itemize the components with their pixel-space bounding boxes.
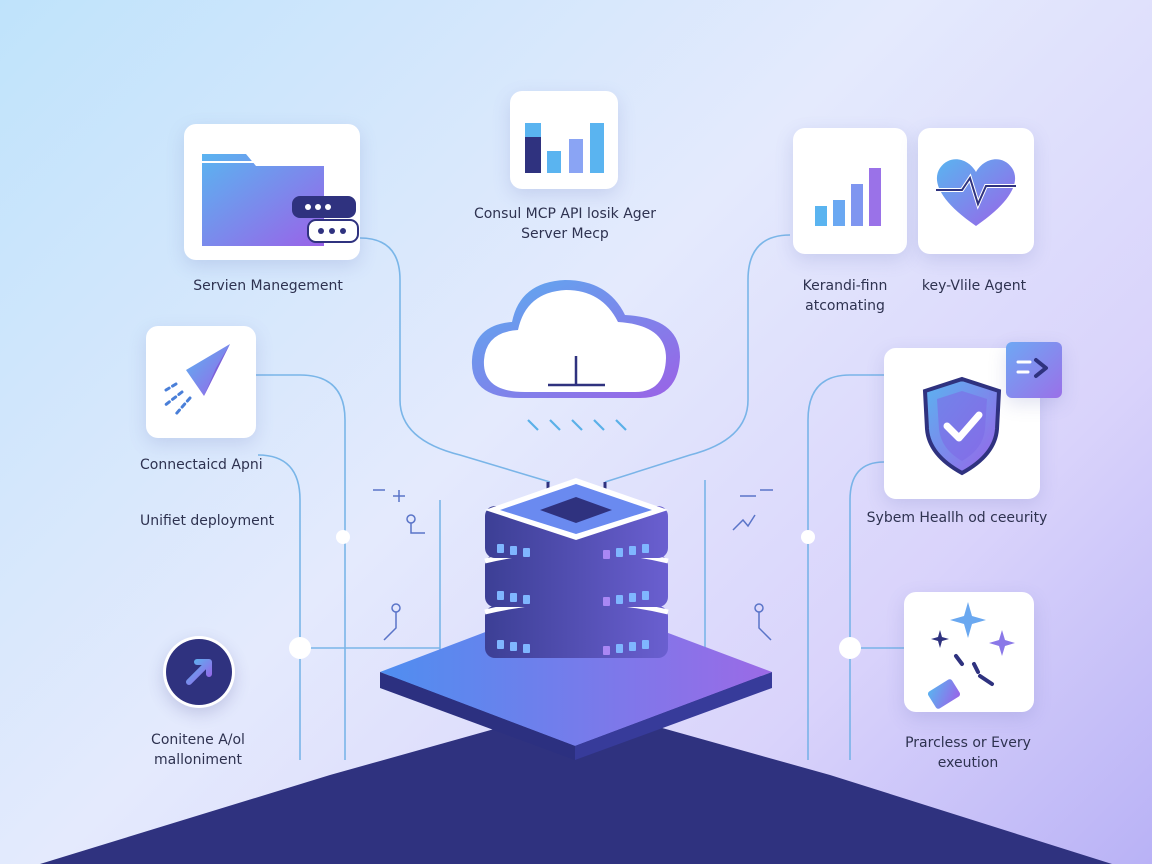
label-connected-api: Connectaicd Apni <box>140 457 263 473</box>
sparkle-icon <box>927 602 1015 709</box>
label-container-line1: Conitene A/ol <box>151 732 245 748</box>
label-kerandi-line2: atcomating <box>805 298 885 314</box>
bar-chart-icon <box>525 123 604 173</box>
label-container-line2: malloniment <box>154 752 242 768</box>
ascending-chart-card <box>793 128 907 254</box>
label-kerandi-line1: Kerandi-finn <box>802 278 888 294</box>
label-key-value-agent: key-Vlile Agent <box>921 278 1027 294</box>
sparkle-card <box>904 592 1034 712</box>
arrow-right-icon <box>1016 358 1048 378</box>
decor-strokes <box>373 489 773 641</box>
rocket-card <box>146 326 256 438</box>
label-consul-line2: Server Mecp <box>521 226 609 242</box>
connector-lines <box>255 234 904 760</box>
floor-plane <box>40 705 1112 864</box>
label-consul-line1: Consul MCP API losik Ager <box>473 206 657 222</box>
heart-pulse-icon <box>936 159 1016 226</box>
label-unified-deployment: Unifiet deployment <box>140 513 275 529</box>
arrow-circle-icon <box>166 639 232 705</box>
label-practice-line1: Prarcless or Every <box>905 735 1031 751</box>
terminal-arrow-badge <box>1006 342 1062 398</box>
label-practice-line2: exeution <box>937 755 999 771</box>
shield-check-icon <box>922 376 1002 476</box>
label-service-management: Servien Manegement <box>193 278 343 294</box>
top-chart-card <box>510 91 618 189</box>
folder-card <box>184 124 360 260</box>
rocket-icon <box>162 344 230 416</box>
server-stack-icon <box>484 478 669 658</box>
folder-icon <box>202 154 359 246</box>
cloud-icon <box>471 280 680 431</box>
platform-base <box>380 598 772 760</box>
heart-card <box>918 128 1034 254</box>
arrow-circle-badge <box>163 636 235 708</box>
connector-nodes <box>289 530 861 659</box>
ascending-bar-chart-icon <box>815 168 881 226</box>
label-system-health: Sybem Heallh od ceeurity <box>866 510 1048 526</box>
